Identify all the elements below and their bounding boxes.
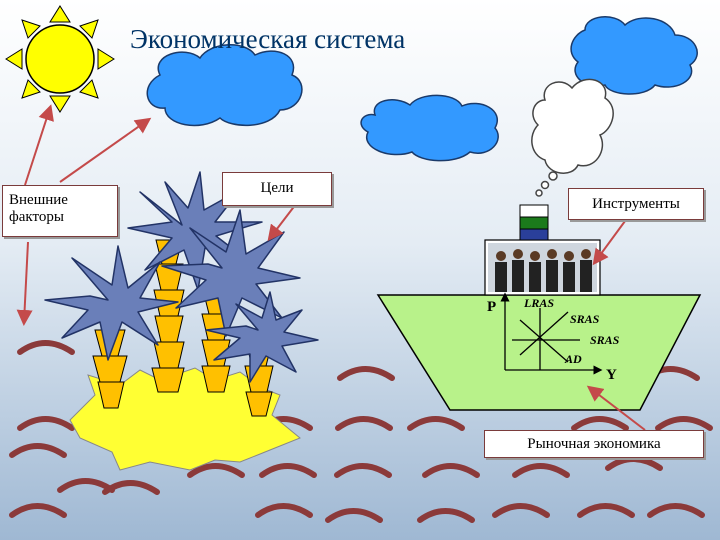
cloud-icon: [360, 94, 499, 162]
external-factors-label: Внешние факторы: [2, 185, 118, 237]
tools-label: Инструменты: [568, 188, 704, 220]
p-axis-label: P: [487, 299, 497, 315]
sun-icon: [5, 5, 115, 113]
smoke-icon: [531, 78, 614, 197]
ad-label: AD: [565, 352, 582, 366]
goals-label: Цели: [222, 172, 332, 206]
officials-photo: [488, 243, 597, 292]
lras-label: LRAS: [524, 296, 555, 310]
waves: [9, 340, 713, 523]
sras-label-2: SRAS: [590, 333, 620, 347]
cloud-icon: [146, 44, 303, 127]
ad-as-graph: [500, 292, 603, 375]
chimney: [519, 204, 549, 241]
island: [69, 367, 301, 471]
cloud-icon: [570, 16, 698, 95]
sras-label: SRAS: [570, 312, 600, 326]
page-title: Экономическая система: [130, 24, 406, 54]
ship: [376, 204, 702, 411]
market-economy-label: Рыночная экономика: [484, 430, 704, 458]
arrows: [16, 104, 646, 431]
y-axis-label: Y: [606, 367, 617, 383]
